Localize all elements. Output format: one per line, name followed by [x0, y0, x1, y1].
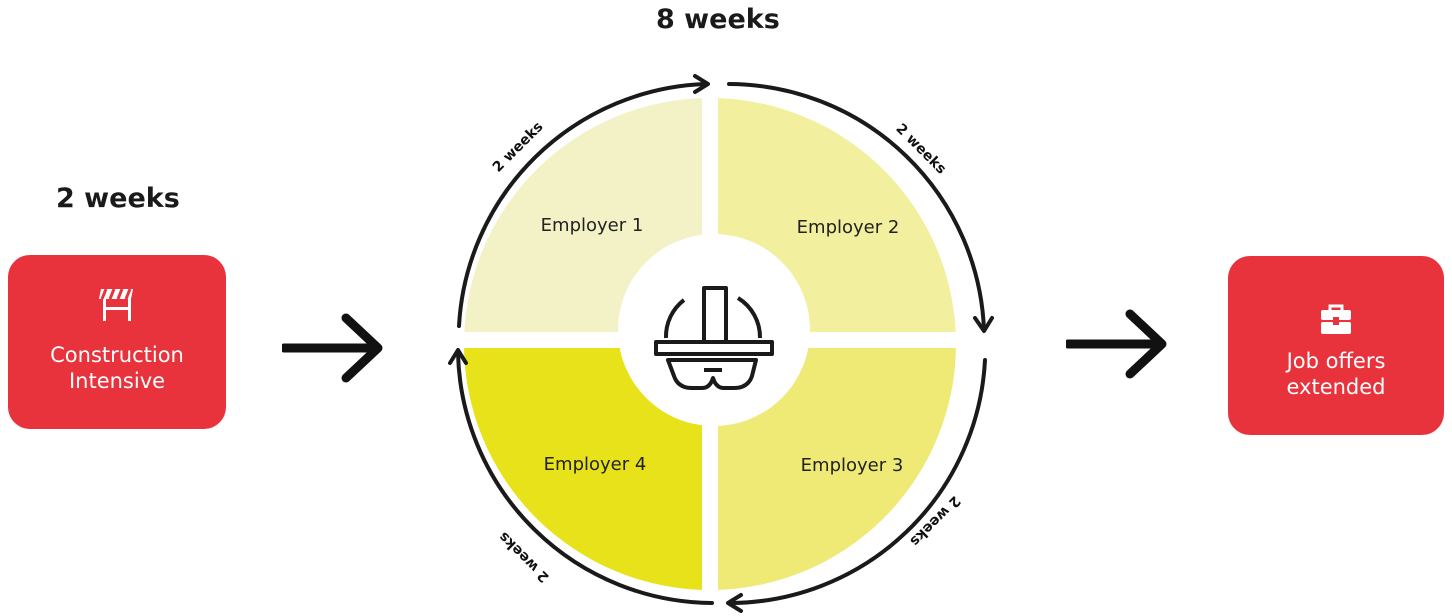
arrowhead — [726, 593, 743, 613]
employer-3-label: Employer 3 — [801, 455, 904, 476]
job-offers-card: Job offers extended — [1228, 256, 1444, 435]
employer-1-label: Employer 1 — [541, 215, 644, 236]
employer-rotation-cycle: Employer 1 Employer 2 Employer 3 Employe… — [448, 74, 994, 613]
segment-1-duration: 2 weeks — [490, 119, 547, 176]
hard-hat-goggles-icon — [654, 286, 774, 390]
rotation-duration-heading: 8 weeks — [656, 4, 780, 35]
right-arrow-icon — [1066, 309, 1167, 379]
employer-4-label: Employer 4 — [544, 454, 647, 475]
label-line: Intensive — [68, 369, 166, 393]
arc-segment-1 — [457, 82, 707, 328]
arc-segment-3 — [729, 358, 987, 605]
label-line: extended — [1286, 375, 1386, 399]
construction-intensive-label: Construction Intensive — [8, 342, 226, 394]
quadrant-employer-4 — [464, 344, 710, 590]
label-line: Construction — [50, 343, 184, 367]
barrier-icon — [99, 288, 133, 321]
arc-segment-4 — [456, 351, 714, 605]
right-arrow-icon — [282, 313, 383, 383]
arc-segment-2 — [727, 82, 986, 332]
label-line: Job offers — [1286, 349, 1386, 373]
arrowhead — [693, 74, 710, 94]
arrowhead — [448, 348, 468, 365]
employer-2-label: Employer 2 — [797, 217, 900, 238]
job-offers-label: Job offers extended — [1228, 348, 1444, 400]
construction-intensive-card: Construction Intensive — [8, 255, 226, 429]
toolbox-icon — [1321, 304, 1351, 334]
arrowhead — [973, 316, 994, 333]
intro-duration-heading: 2 weeks — [56, 183, 180, 214]
